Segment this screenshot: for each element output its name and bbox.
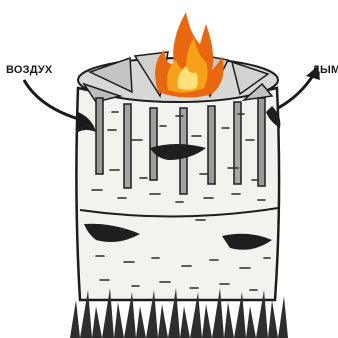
smoke-label: ДЫМ	[312, 64, 338, 76]
slit-1	[96, 98, 103, 174]
slit-5	[208, 106, 215, 184]
slit-2	[124, 104, 131, 188]
slit-7	[258, 98, 265, 186]
air-label: ВОЗДУХ	[6, 64, 52, 76]
slit-3	[150, 108, 157, 180]
